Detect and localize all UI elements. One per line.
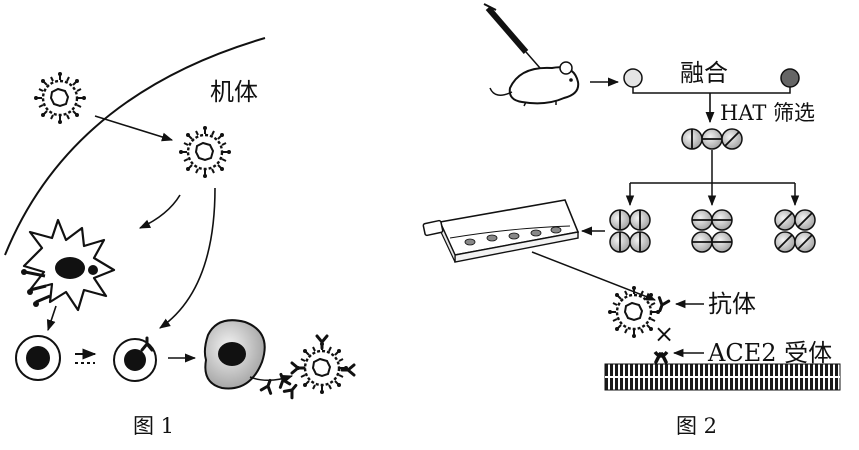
organism-boundary xyxy=(4,37,266,256)
clone-group-3 xyxy=(774,209,816,253)
arrow-virus-to-bcell xyxy=(159,187,216,329)
virus-inside xyxy=(177,124,233,180)
t-helper-cell xyxy=(15,335,61,381)
arrow-flask-to-antibody xyxy=(531,251,656,301)
virus-target xyxy=(606,284,662,340)
arrow-virus-to-apc xyxy=(138,194,181,229)
blocked-binding-mark: × xyxy=(654,320,674,348)
b-cell xyxy=(113,336,157,382)
clone-group-1 xyxy=(609,209,651,253)
cytokine-signal xyxy=(75,348,97,364)
figure-2-caption: 图 2 xyxy=(676,414,717,438)
clone-group-2 xyxy=(691,209,733,253)
mouse-icon xyxy=(489,61,580,107)
antigen-presenting-cell xyxy=(21,218,116,312)
cloning-branches xyxy=(625,150,800,207)
antibody-label: 抗体 xyxy=(708,290,756,318)
virus-outside xyxy=(32,70,88,126)
figure-1-caption: 图 1 xyxy=(133,414,174,438)
syringe-icon xyxy=(483,3,541,69)
myeloma-cell xyxy=(780,68,800,88)
fusion-bracket xyxy=(632,87,791,94)
b-lymphocyte xyxy=(623,68,643,88)
ace2-receptor-label: ACE2 受体 xyxy=(707,339,832,367)
organism-label: 机体 xyxy=(210,78,258,106)
arrow-apc-to-tcell xyxy=(46,305,57,332)
ace2-receptor xyxy=(653,350,669,364)
plasma-cell xyxy=(203,319,266,390)
culture-flask xyxy=(422,199,580,263)
figure-2: 融合 HAT 筛选 xyxy=(422,3,841,438)
neutralized-virus xyxy=(290,334,356,396)
hat-screening-label: HAT 筛选 xyxy=(720,101,815,125)
hybridoma-cells xyxy=(681,128,743,150)
fusion-label: 融合 xyxy=(680,59,728,87)
arrow-virus-entry xyxy=(94,115,174,142)
figure-1: 机体 xyxy=(4,37,356,438)
secreted-antibodies xyxy=(259,371,302,400)
